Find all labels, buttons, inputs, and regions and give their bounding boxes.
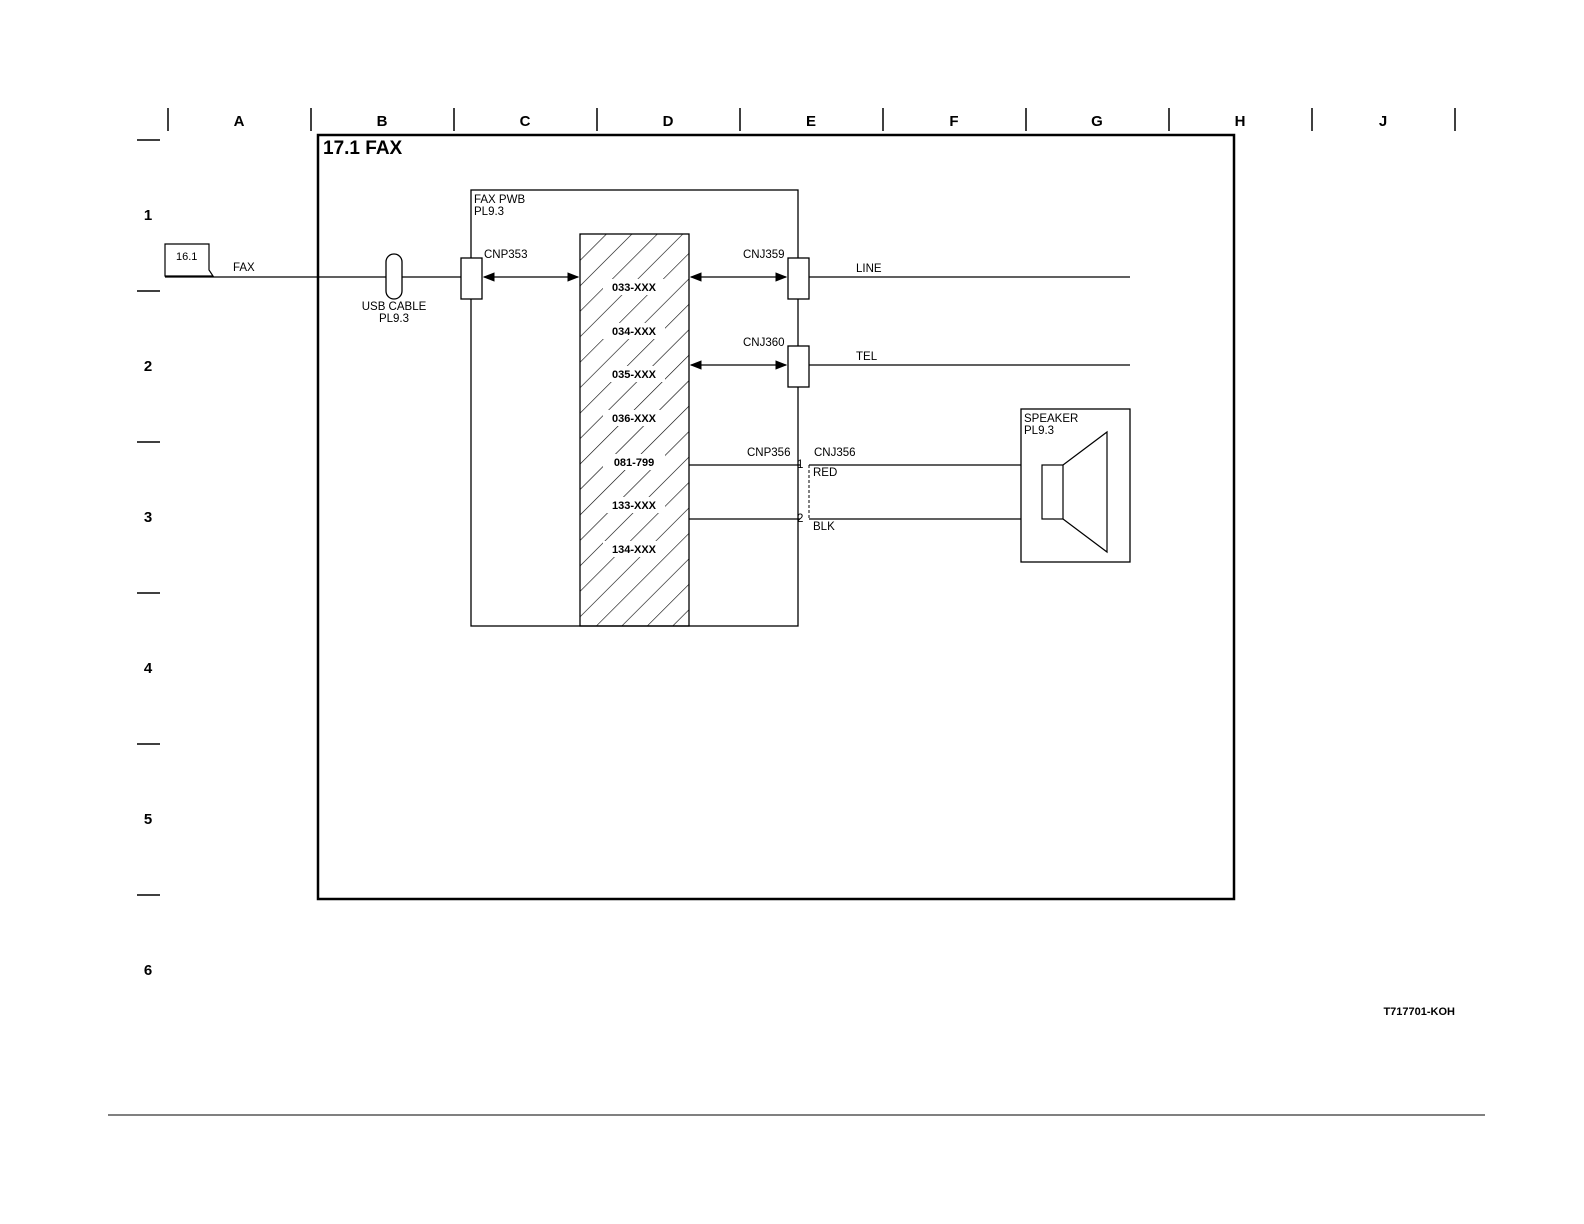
grid-col-a: A	[234, 113, 245, 130]
grid-col-e: E	[806, 113, 816, 130]
fault-code-036: 036-XXX	[612, 413, 657, 425]
fault-code-133: 133-XXX	[612, 500, 657, 512]
grid-row-5: 5	[144, 811, 152, 828]
fault-code-134: 134-XXX	[612, 544, 657, 556]
grid-row-6: 6	[144, 962, 152, 979]
grid-col-d: D	[663, 113, 674, 130]
grid-col-g: G	[1091, 113, 1103, 130]
usb-cable-symbol	[386, 254, 402, 299]
grid-col-b: B	[377, 113, 388, 130]
grid-col-j: J	[1379, 113, 1387, 130]
tel-label: TEL	[856, 351, 878, 363]
fault-code-034: 034-XXX	[612, 326, 657, 338]
grid-row-4: 4	[144, 660, 153, 677]
connector-cnp356-label: CNP356	[747, 447, 790, 459]
connector-cnp353	[461, 258, 482, 299]
grid-row-1: 1	[144, 207, 152, 224]
grid-col-c: C	[520, 113, 531, 130]
fault-code-035: 035-XXX	[612, 369, 657, 381]
pin-2: 2	[797, 513, 803, 525]
connector-cnp353-label: CNP353	[484, 249, 527, 261]
usb-cable-part: PL9.3	[379, 313, 409, 325]
speaker-part: PL9.3	[1024, 425, 1054, 437]
fax-signal-label: FAX	[233, 262, 255, 274]
off-page-ref: 16.1	[176, 251, 197, 263]
wire-red-label: RED	[813, 467, 837, 479]
line-label: LINE	[856, 263, 882, 275]
speaker-icon	[1042, 432, 1107, 552]
fax-pwb-name: FAX PWB	[474, 194, 525, 206]
connector-cnj359-label: CNJ359	[743, 249, 785, 261]
connector-cnj360-label: CNJ360	[743, 337, 785, 349]
connector-cnj356-label: CNJ356	[814, 447, 856, 459]
pin-1: 1	[797, 459, 803, 471]
fault-code-081-799: 081-799	[614, 457, 654, 469]
grid-column-labels: A B C D E F G H J	[234, 113, 1388, 130]
grid-col-h: H	[1235, 113, 1246, 130]
fault-code-033: 033-XXX	[612, 282, 657, 294]
grid-row-3: 3	[144, 509, 152, 526]
connector-cnj360	[788, 346, 809, 387]
speaker-name: SPEAKER	[1024, 413, 1078, 425]
grid-col-f: F	[949, 113, 958, 130]
wire-blk-label: BLK	[813, 521, 835, 533]
diagram-title: 17.1 FAX	[323, 138, 403, 159]
grid-row-2: 2	[144, 358, 152, 375]
usb-cable-name: USB CABLE	[362, 301, 427, 313]
fax-pwb-part: PL9.3	[474, 206, 504, 218]
connector-cnj359	[788, 258, 809, 299]
figure-id: T717701-KOH	[1383, 1006, 1455, 1018]
